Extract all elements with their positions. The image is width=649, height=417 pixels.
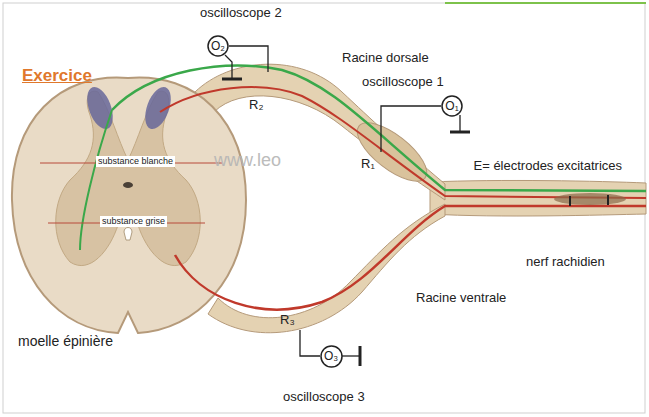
oscilloscope-circle: [208, 36, 228, 56]
stimulation-zone: [554, 193, 626, 205]
recording-wire: [229, 46, 268, 72]
oscilloscope-symbol: O₃: [324, 349, 338, 363]
electrode-label: R₃: [280, 312, 295, 328]
spinal-nerve: [430, 180, 646, 216]
oscilloscope-circle: [321, 346, 342, 367]
oscilloscope-circle: [442, 96, 462, 116]
electrode: [607, 195, 609, 205]
oscilloscope-name: oscilloscope 2: [200, 5, 282, 20]
ground-symbol: [359, 346, 362, 366]
spinal-cord: [12, 77, 246, 333]
recording-wire: [381, 106, 441, 152]
electrode-label: R₂: [249, 97, 263, 113]
oscilloscope-name: oscilloscope 3: [283, 389, 365, 404]
sensory-fibre: [112, 66, 646, 191]
ground-symbol: [450, 131, 470, 134]
ground-wire: [459, 115, 460, 131]
sensory-fibre: [80, 110, 112, 250]
oscilloscope: O₂oscilloscope 2: [207, 35, 229, 57]
sensory-fibre: [160, 87, 646, 198]
part-label: substance blanche: [96, 156, 175, 167]
ground-symbol: [222, 78, 242, 81]
oscilloscope-symbol: O₂: [211, 39, 225, 53]
ground-wire: [225, 55, 232, 78]
oscilloscope-name: oscilloscope 1: [362, 74, 444, 89]
dorsal-horn: [140, 84, 176, 133]
part-label: Racine ventrale: [416, 290, 506, 306]
exercise-title: Exercice: [22, 66, 92, 86]
part-label: moelle épinière: [18, 333, 113, 350]
ground-wire: [342, 355, 359, 356]
recording-wire: [300, 330, 320, 356]
oscilloscope: O₃oscilloscope 3: [320, 345, 343, 368]
oscilloscope: O₁oscilloscope 1: [441, 95, 463, 117]
motor-fibre: [175, 206, 646, 309]
fissure: [124, 228, 132, 241]
frame: [3, 3, 645, 413]
oscilloscope-symbol: O₁: [445, 99, 458, 113]
electrode: [569, 196, 571, 206]
central-canal: [123, 182, 133, 188]
part-label: nerf rachidien: [526, 254, 605, 270]
grey-matter: [56, 91, 201, 265]
electrode-label: R₁: [361, 156, 375, 172]
part-label: E= électrodes excitatrices: [462, 158, 622, 174]
watermark: www.leo: [214, 150, 281, 172]
top-bar: [445, 2, 646, 4]
part-label: substance grise: [100, 216, 167, 227]
part-label: Racine dorsale: [342, 50, 429, 66]
